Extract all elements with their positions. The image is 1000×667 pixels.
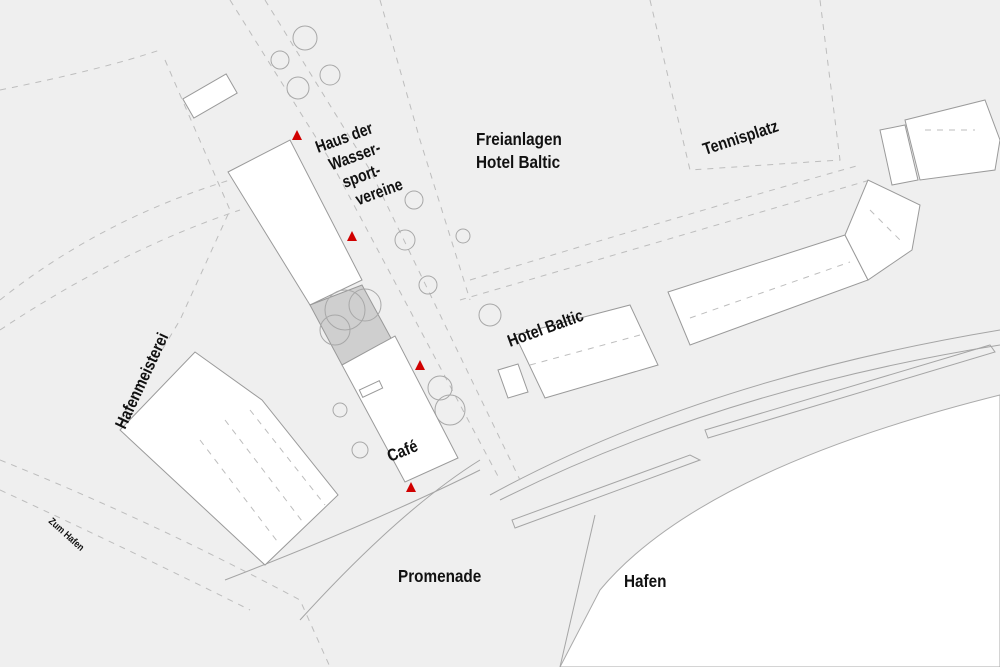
harbour-water	[559, 394, 1000, 667]
cafe-counter	[358, 380, 384, 398]
label-haus-der-wassersportvereine: Haus der Wasser- sport- vereine	[313, 119, 406, 209]
building-haus-der-wassersportvereine	[227, 139, 363, 306]
label-promenade: Promenade	[398, 566, 481, 586]
trees	[270, 25, 502, 459]
entrance-marker	[292, 130, 302, 140]
building-hafenmeisterei	[119, 351, 339, 566]
label-tennisplatz: Tennisplatz	[701, 117, 781, 159]
label-freianlagen-hotel: Hotel Baltic	[476, 152, 560, 172]
hafenmeisterei-roof-lines	[199, 409, 326, 546]
label-freianlagen: Freianlagen	[476, 129, 562, 149]
entrance-marker	[347, 231, 357, 241]
courtyard-trees	[319, 288, 382, 346]
building-hotel-baltic	[497, 99, 1000, 399]
entrance-marker	[406, 482, 416, 492]
entrance-marker	[415, 360, 425, 370]
small-shed	[182, 73, 238, 119]
label-hafen: Hafen	[624, 571, 666, 591]
dashed-paths	[0, 0, 871, 667]
building-cafe	[341, 335, 459, 483]
entrance-markers	[292, 130, 425, 492]
quay-lines	[224, 329, 1000, 667]
